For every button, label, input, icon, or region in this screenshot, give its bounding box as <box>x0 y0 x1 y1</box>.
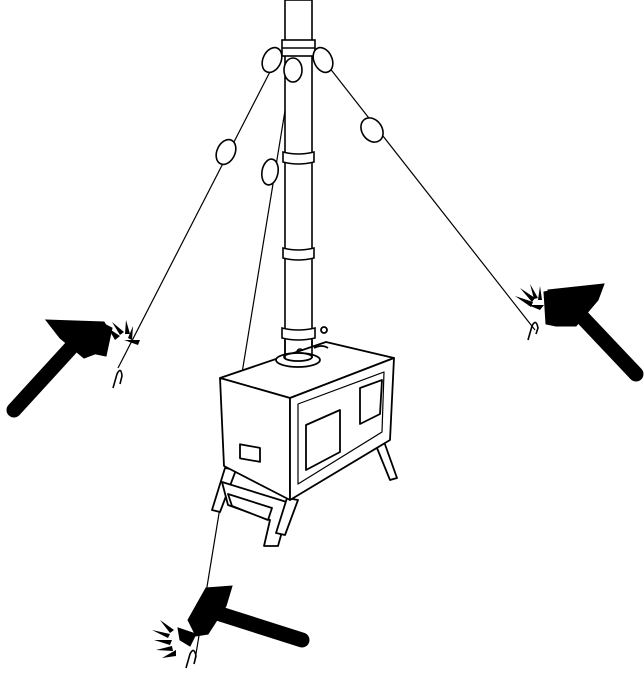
chimney-base <box>284 340 313 358</box>
stove-side-rim <box>297 371 385 485</box>
impact-mark-right <box>515 284 544 310</box>
hammer-icon <box>6 319 113 418</box>
impact-mark-bottom <box>152 620 176 658</box>
guy-rope-right <box>324 61 536 331</box>
ground-stake-icon <box>527 321 539 341</box>
rope-tensioner-icon <box>360 117 384 143</box>
impact-marks <box>108 284 544 658</box>
hammer-icon <box>543 283 644 382</box>
hammer-icon <box>177 585 310 648</box>
stove-top-knob <box>320 326 328 334</box>
ground-stake-icon <box>112 369 123 389</box>
ground-stakes <box>112 321 539 669</box>
stove-icon <box>211 326 398 547</box>
guy-rope-left <box>117 61 276 369</box>
stove-door-left <box>305 409 341 471</box>
stove-leg-right <box>275 497 299 536</box>
stove-leg-inner <box>227 493 273 521</box>
rope-tensioner-icon <box>215 138 237 166</box>
stove-air-vent <box>239 443 261 463</box>
impact-mark-left <box>108 320 140 345</box>
stove-flue-collar-inner <box>283 352 313 362</box>
rope-tensioner-icon <box>261 46 283 74</box>
ground-stake-icon <box>185 649 197 669</box>
stove-door-right <box>359 379 383 425</box>
rope-tensioner-icon <box>312 46 334 74</box>
rope-tensioners <box>215 46 384 186</box>
rope-tensioner-icon <box>261 158 279 186</box>
rope-tensioner-icon <box>283 57 303 83</box>
chimney-pipe-icon <box>281 0 316 361</box>
stove-top-fitting <box>313 345 329 349</box>
